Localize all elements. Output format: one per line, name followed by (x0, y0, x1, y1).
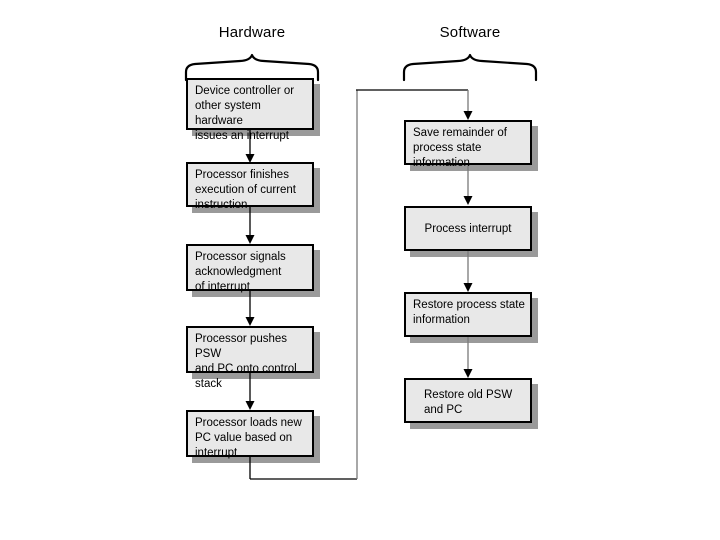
flow-node-device-controller[interactable]: Device controller or other system hardwa… (186, 78, 314, 142)
flow-node-save-remainder[interactable]: Save remainder of process state informat… (404, 120, 532, 169)
flow-node-restore-old-psw[interactable]: Restore old PSW and PC (404, 378, 532, 423)
column-title-software: Software (439, 24, 501, 41)
brace-software (402, 53, 538, 82)
arrow-restore-state-to-restore-psw (458, 337, 478, 379)
flow-node-processor-loads[interactable]: Processor loads new PC value based on in… (186, 410, 314, 459)
arrow-device-to-finishes (240, 130, 260, 164)
connector-hardware-to-software (230, 88, 480, 488)
brace-hardware (184, 53, 320, 82)
flow-node-restore-process-state[interactable]: Restore process state information (404, 292, 532, 337)
flow-node-processor-signals[interactable]: Processor signals acknowledgment of inte… (186, 244, 314, 293)
flow-node-process-interrupt[interactable]: Process interrupt (404, 206, 532, 251)
arrow-finishes-to-signals (240, 207, 260, 245)
arrow-pushes-to-loads (240, 373, 260, 411)
arrow-process-to-restore-state (458, 251, 478, 293)
flow-node-processor-finishes[interactable]: Processor finishes execution of current … (186, 162, 314, 211)
arrow-save-to-process (458, 165, 478, 206)
arrow-signals-to-pushes (240, 291, 260, 327)
column-title-hardware: Hardware (218, 24, 286, 41)
flow-node-processor-pushes[interactable]: Processor pushes PSW and PC onto control… (186, 326, 314, 390)
